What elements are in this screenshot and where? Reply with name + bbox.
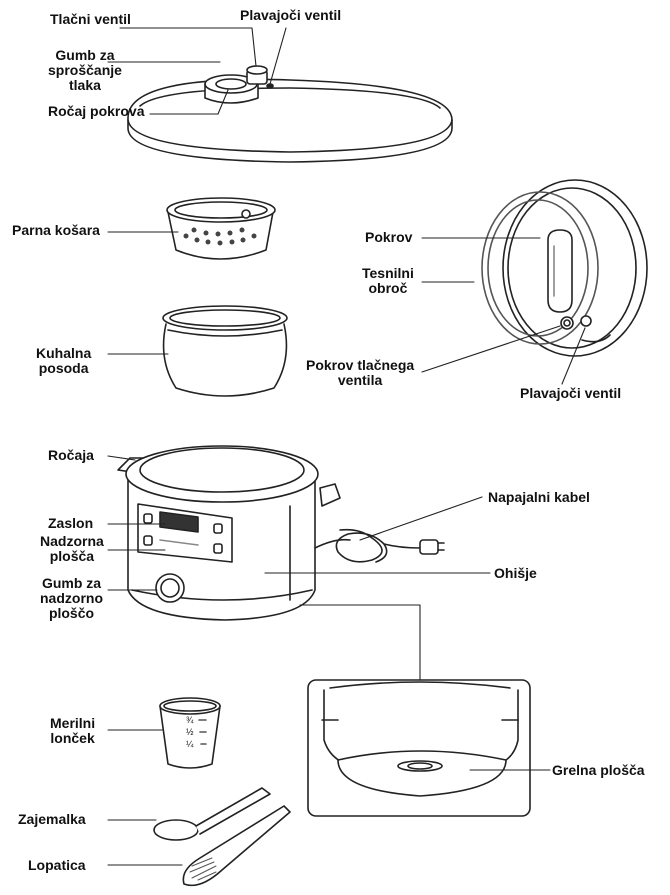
- leader-lines: [107, 27, 586, 866]
- label-steam-basket: Parna košara: [12, 222, 100, 238]
- label-lid-handle: Ročaj pokrova: [48, 103, 145, 119]
- cup-mark: ¼: [186, 739, 194, 749]
- label-line: ventila: [337, 372, 383, 388]
- steam-basket-drawing: [166, 197, 276, 260]
- label-cooking-pot: Kuhalna posoda: [36, 346, 91, 376]
- cooker-body-drawing: [117, 445, 445, 621]
- label-handles: Ročaja: [48, 447, 94, 463]
- label-line: nadzorno: [40, 590, 103, 606]
- label-control-panel-knob: Gumb za nadzorno ploščo: [40, 576, 103, 621]
- measuring-cup-drawing: [159, 697, 221, 769]
- label-line: Gumb za: [55, 47, 115, 63]
- cooking-pot-drawing: [162, 305, 288, 397]
- lid-drawing: [127, 65, 453, 163]
- label-measuring-cup: Merilni lonček: [50, 716, 95, 746]
- label-line: obroč: [368, 280, 408, 296]
- label-pressure-release-button: Gumb za sproščanje tlaka: [48, 48, 122, 93]
- label-display: Zaslon: [48, 515, 94, 531]
- label-pressure-valve-cover: Pokrov tlačnega ventila: [306, 358, 414, 388]
- label-line: Kuhalna: [36, 345, 92, 361]
- ladle-drawing: [153, 787, 271, 841]
- label-spatula: Lopatica: [28, 857, 86, 873]
- label-sealing-ring: Tesnilni obroč: [362, 266, 414, 296]
- label-power-cable: Napajalni kabel: [488, 489, 590, 505]
- label-line: ploščo: [48, 605, 95, 621]
- label-floating-valve-right: Plavajoči ventil: [520, 385, 622, 401]
- label-pressure-valve: Tlačni ventil: [50, 11, 131, 27]
- label-housing: Ohišje: [494, 565, 537, 581]
- label-line: Pokrov tlačnega: [306, 357, 415, 373]
- label-ladle: Zajemalka: [18, 811, 86, 827]
- label-floating-valve-top: Plavajoči ventil: [240, 7, 342, 23]
- label-line: tlaka: [69, 77, 101, 93]
- lid-side-drawing: [481, 179, 648, 357]
- label-line: posoda: [38, 360, 89, 376]
- label-lid: Pokrov: [365, 229, 413, 245]
- spatula-drawing: [182, 805, 291, 887]
- label-line: Tesnilni: [362, 265, 414, 281]
- cup-marks: ¾ ½ ¼: [186, 714, 194, 750]
- label-line: plošča: [49, 548, 95, 564]
- heating-plate-inset: [307, 679, 531, 817]
- label-line: Merilni: [50, 715, 96, 731]
- label-line: Nadzorna: [40, 533, 104, 549]
- cup-mark: ½: [186, 727, 194, 737]
- label-line: Gumb za: [41, 575, 102, 591]
- label-line: sproščanje: [48, 62, 122, 78]
- label-heating-plate: Grelna plošča: [552, 762, 645, 778]
- label-line: lonček: [50, 730, 95, 746]
- cup-mark: ¾: [186, 715, 194, 725]
- label-control-panel: Nadzorna plošča: [40, 534, 104, 564]
